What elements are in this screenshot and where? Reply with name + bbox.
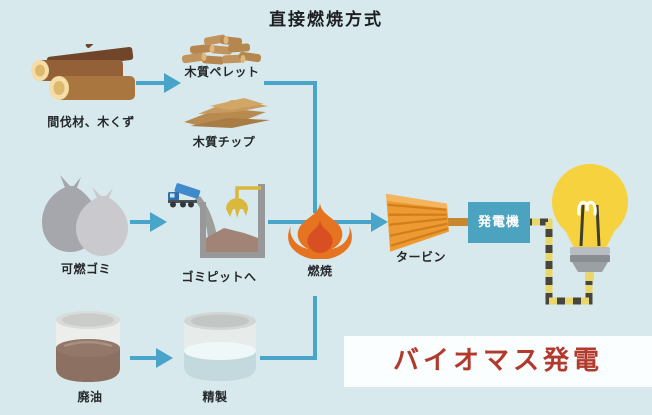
flame-icon bbox=[288, 203, 352, 259]
crane-claw-icon bbox=[226, 186, 261, 218]
filament-coil bbox=[577, 200, 597, 216]
dump-truck-icon bbox=[168, 183, 201, 208]
arrowhead-refine bbox=[156, 348, 173, 368]
garbage-pit-icon bbox=[168, 183, 265, 258]
combustion-label: 燃焼 bbox=[307, 264, 333, 278]
wood-label: 間伐材、木くず bbox=[47, 115, 135, 129]
pellet-label: 木質ペレット bbox=[184, 65, 260, 79]
arrowhead-pellet bbox=[164, 73, 181, 93]
generator-box: 発電機 bbox=[468, 202, 530, 243]
power-wire bbox=[528, 218, 593, 305]
biomass-banner: バイオマス発電 bbox=[344, 336, 652, 387]
garbage-label: 可燃ゴミ bbox=[60, 262, 111, 276]
turbine-icon bbox=[386, 193, 474, 252]
pit-label: ゴミピットへ bbox=[181, 270, 257, 284]
waste-oil-icon bbox=[56, 311, 120, 382]
turbine-label: タービン bbox=[395, 250, 446, 264]
wood-pellets-icon bbox=[181, 34, 262, 65]
flow-lines bbox=[130, 81, 371, 360]
arrow-heads bbox=[150, 73, 388, 368]
arrowhead-pit bbox=[150, 212, 167, 232]
refined-oil-icon bbox=[184, 312, 256, 381]
garbage-bags-icon bbox=[42, 175, 128, 256]
line-pellet-to-flame bbox=[264, 81, 317, 213]
oil-label: 廃油 bbox=[77, 390, 103, 404]
chip-label: 木質チップ bbox=[192, 135, 256, 149]
page-title: 直接燃焼方式 bbox=[269, 10, 383, 30]
logs-icon bbox=[31, 44, 135, 100]
arrowhead-turbine bbox=[371, 212, 388, 232]
wood-chips-icon bbox=[184, 98, 270, 128]
biomass-banner-label: バイオマス発電 bbox=[392, 346, 603, 376]
line-refine-to-flame bbox=[260, 296, 317, 360]
generator-label: 発電機 bbox=[477, 215, 520, 230]
light-bulb-icon bbox=[552, 164, 628, 281]
refine-label: 精製 bbox=[202, 390, 228, 404]
